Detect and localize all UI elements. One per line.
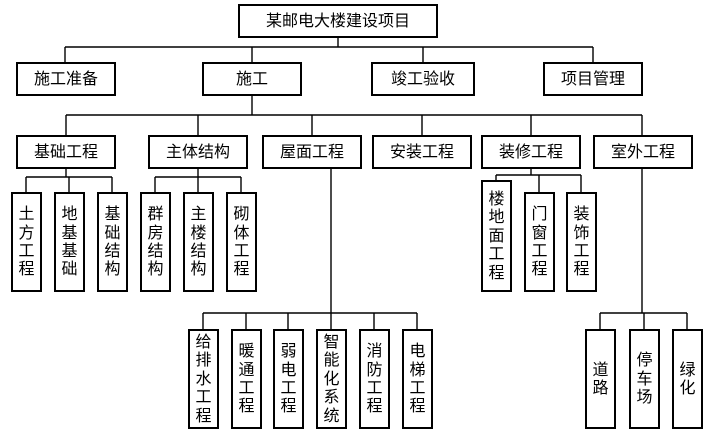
roof-plumbing-node: 给排水工程 bbox=[188, 329, 219, 429]
node-label: 弱电工程 bbox=[280, 341, 297, 416]
structure-main-node: 主楼结构 bbox=[183, 192, 214, 292]
node-label: 基础结构 bbox=[104, 204, 121, 279]
node-label: 消防工程 bbox=[366, 341, 383, 416]
node-label: 停车场 bbox=[636, 350, 653, 407]
phase-acceptance-node: 竣工验收 bbox=[371, 62, 475, 96]
decoration-finish-node: 装饰工程 bbox=[566, 192, 597, 292]
decoration-floor-node: 楼地面工程 bbox=[481, 180, 512, 292]
node-label: 砌体工程 bbox=[233, 204, 250, 279]
roof-intelligent-node: 智能化系统 bbox=[316, 329, 347, 429]
node-label: 地基基础 bbox=[61, 204, 78, 279]
decoration-doors-node: 门窗工程 bbox=[524, 192, 555, 292]
node-label: 给排水工程 bbox=[195, 332, 212, 425]
work-installation-node: 安装工程 bbox=[372, 135, 472, 169]
structure-podium-node: 群房结构 bbox=[140, 192, 171, 292]
root-node: 某邮电大楼建设项目 bbox=[238, 4, 438, 38]
node-label: 楼地面工程 bbox=[488, 189, 505, 282]
node-label: 暖通工程 bbox=[238, 341, 255, 416]
roof-hvac-node: 暖通工程 bbox=[231, 329, 262, 429]
node-label: 道路 bbox=[592, 359, 609, 397]
phase-management-node: 项目管理 bbox=[543, 62, 643, 96]
structure-masonry-node: 砌体工程 bbox=[226, 192, 257, 292]
node-label: 土方工程 bbox=[18, 204, 35, 279]
node-label: 群房结构 bbox=[147, 204, 164, 279]
node-label: 电梯工程 bbox=[409, 341, 426, 416]
outdoor-greening-node: 绿化 bbox=[672, 329, 703, 429]
foundation-subgrade-node: 地基基础 bbox=[54, 192, 85, 292]
outdoor-parking-node: 停车场 bbox=[629, 329, 660, 429]
phase-construction-node: 施工 bbox=[202, 62, 302, 96]
work-outdoor-node: 室外工程 bbox=[593, 135, 693, 169]
node-label: 智能化系统 bbox=[323, 332, 340, 425]
outdoor-road-node: 道路 bbox=[585, 329, 616, 429]
node-label: 门窗工程 bbox=[531, 204, 548, 279]
foundation-structure-node: 基础结构 bbox=[97, 192, 128, 292]
work-structure-node: 主体结构 bbox=[148, 135, 248, 169]
node-label: 装饰工程 bbox=[573, 204, 590, 279]
work-decoration-node: 装修工程 bbox=[481, 135, 581, 169]
work-roof-node: 屋面工程 bbox=[262, 135, 362, 169]
work-foundation-node: 基础工程 bbox=[16, 135, 116, 169]
roof-elevator-node: 电梯工程 bbox=[402, 329, 433, 429]
node-label: 主楼结构 bbox=[190, 204, 207, 279]
foundation-earthwork-node: 土方工程 bbox=[11, 192, 42, 292]
roof-weak-current-node: 弱电工程 bbox=[273, 329, 304, 429]
roof-fire-node: 消防工程 bbox=[359, 329, 390, 429]
phase-preparation-node: 施工准备 bbox=[16, 62, 116, 96]
node-label: 绿化 bbox=[679, 359, 696, 397]
